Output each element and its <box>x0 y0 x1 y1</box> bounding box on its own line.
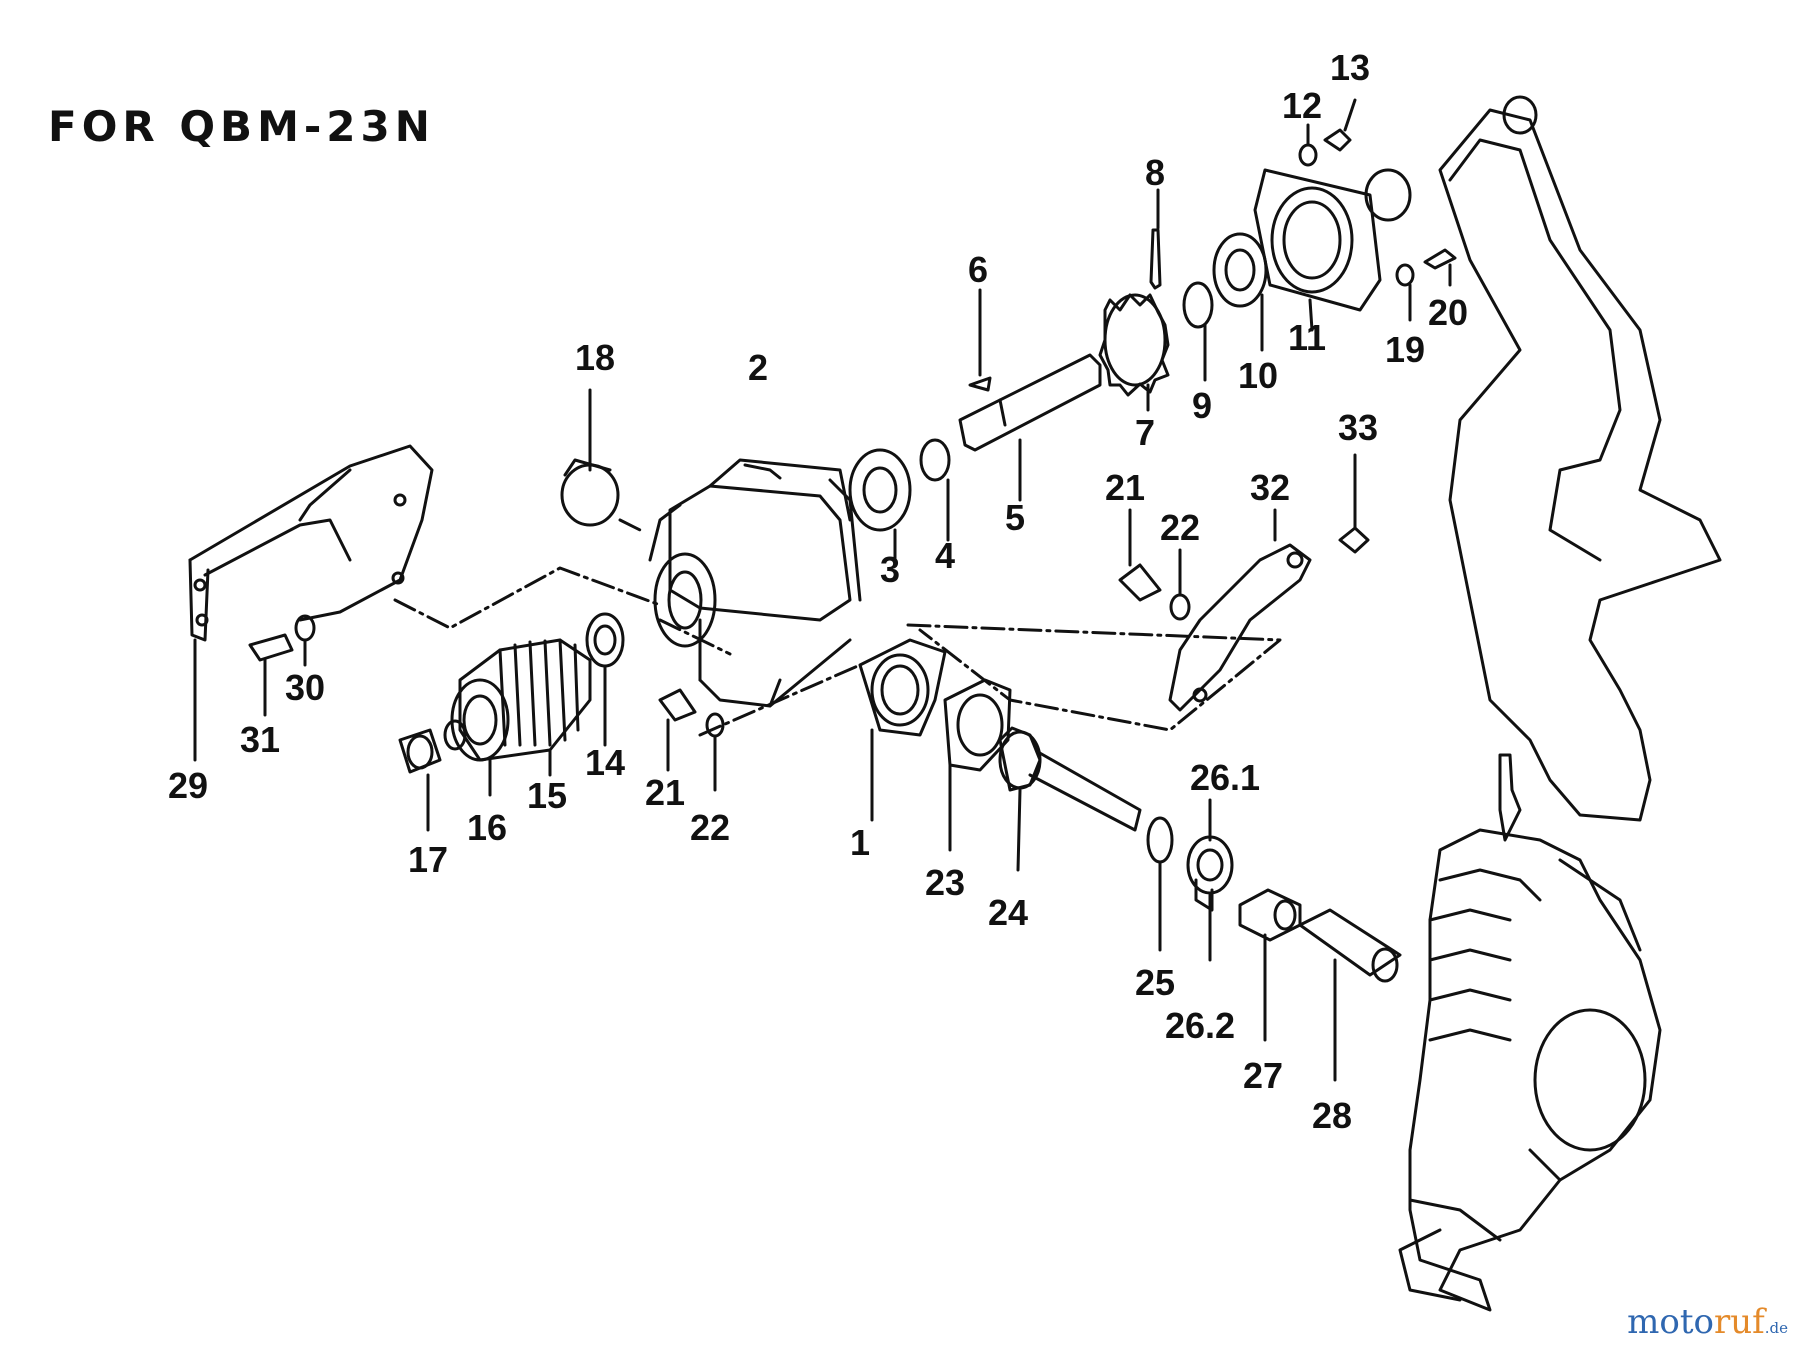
watermark-part1: moto <box>1627 1302 1715 1342</box>
part-1-flange <box>858 638 947 822</box>
callout-7: 7 <box>1135 412 1155 453</box>
part-5-shaft <box>958 353 1102 502</box>
part-28-sleeve <box>1298 908 1402 1082</box>
callout-17: 17 <box>408 839 448 880</box>
callout-29: 29 <box>168 765 208 806</box>
callout-12: 12 <box>1282 85 1322 126</box>
part-20-bolt <box>1423 248 1457 270</box>
part-29-bracket <box>188 444 434 642</box>
part-22-washer <box>1169 593 1191 621</box>
callout-28: 28 <box>1312 1095 1352 1136</box>
part-25-washer <box>1146 816 1174 864</box>
engine-block <box>1398 753 1662 1312</box>
frame-bracket-right <box>1438 95 1722 822</box>
part-33-screw <box>1338 526 1370 554</box>
callout-19: 19 <box>1385 329 1425 370</box>
part-21-bolt-lower <box>658 688 697 722</box>
part-24-pinion-shaft <box>998 726 1142 872</box>
callout-1: 1 <box>850 822 870 863</box>
part-27-bushing <box>1238 888 1302 1042</box>
callout-32: 32 <box>1250 467 1290 508</box>
part-19-washer <box>1395 263 1415 287</box>
part-15-pulley <box>450 638 592 777</box>
ring-washer <box>1364 168 1412 222</box>
part-23-gasket <box>943 678 1012 852</box>
callout-22-lower: 22 <box>690 807 730 848</box>
callout-31: 31 <box>240 719 280 760</box>
part-12-washer <box>1298 143 1318 167</box>
part-11-cover <box>1253 168 1382 332</box>
callout-8: 8 <box>1145 152 1165 193</box>
callout-9: 9 <box>1192 385 1212 426</box>
part-32-lever <box>1168 508 1312 712</box>
part-13-screw <box>1323 128 1352 152</box>
callout-2: 2 <box>748 347 768 388</box>
callout-25: 25 <box>1135 962 1175 1003</box>
part-8-pin <box>1149 228 1162 290</box>
callout-15: 15 <box>527 775 567 816</box>
callout-21-upper: 21 <box>1105 467 1145 508</box>
part-31-screw <box>248 633 294 662</box>
callout-26-2: 26.2 <box>1165 1005 1235 1046</box>
callout-5: 5 <box>1005 497 1025 538</box>
callout-24: 24 <box>988 892 1028 933</box>
callout-27: 27 <box>1243 1055 1283 1096</box>
callout-14: 14 <box>585 742 625 783</box>
diagram-title: FOR QBM-23N <box>48 102 435 151</box>
callout-26-1: 26.1 <box>1190 757 1260 798</box>
part-26-bearing <box>1186 798 1234 962</box>
part-7-sprocket <box>1098 293 1170 412</box>
callout-20: 20 <box>1428 292 1468 333</box>
callout-numbers: 1 2 3 4 5 6 7 8 9 10 11 12 13 14 15 16 1… <box>168 47 1468 1136</box>
part-2-gear-housing <box>648 458 862 708</box>
callout-33: 33 <box>1338 407 1378 448</box>
watermark-part2: ruf <box>1714 1302 1765 1342</box>
part-18-cap <box>560 388 620 527</box>
part-16-washer <box>443 719 467 751</box>
part-17-spacer <box>398 728 442 774</box>
callout-30: 30 <box>285 667 325 708</box>
part-3-bearing <box>848 448 912 562</box>
callout-13: 13 <box>1330 47 1370 88</box>
watermark-suffix: .de <box>1764 1319 1788 1337</box>
callout-18: 18 <box>575 337 615 378</box>
part-4-ring <box>919 438 951 482</box>
callout-22-upper: 22 <box>1160 507 1200 548</box>
part-9-washer <box>1182 281 1214 329</box>
callout-11: 11 <box>1288 317 1326 358</box>
callout-3: 3 <box>880 549 900 590</box>
callout-10: 10 <box>1238 355 1278 396</box>
part-6-key <box>968 376 992 392</box>
callout-23: 23 <box>925 862 965 903</box>
callout-4: 4 <box>935 535 955 576</box>
watermark-logo: motoruf.de <box>1627 1302 1788 1342</box>
part-21-bolt <box>1118 563 1162 602</box>
callout-21-lower: 21 <box>645 772 685 813</box>
callout-6: 6 <box>968 249 988 290</box>
callout-16: 16 <box>467 807 507 848</box>
part-14-seal <box>585 612 625 668</box>
part-10-bearing <box>1212 232 1268 308</box>
